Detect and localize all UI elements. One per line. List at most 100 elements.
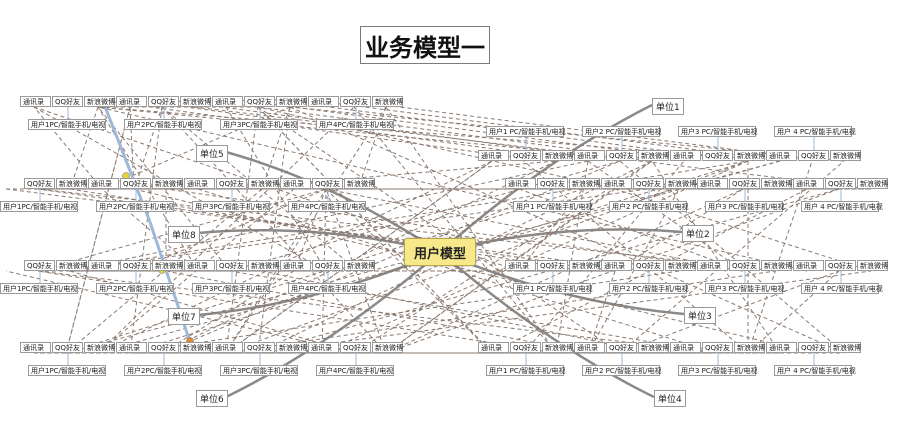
contact-chip[interactable]: 通讯录 bbox=[280, 178, 311, 189]
contact-chip[interactable]: 通讯录 bbox=[280, 260, 311, 271]
user-device-group[interactable]: 用户 4 PC/智能手机/电视 bbox=[774, 126, 856, 137]
contact-chip[interactable]: QQ好友 bbox=[825, 178, 856, 189]
contact-chip[interactable]: 通讯录 bbox=[601, 178, 632, 189]
contact-chip[interactable]: QQ好友 bbox=[702, 342, 733, 353]
contact-chip[interactable]: 新浪微博 bbox=[372, 96, 403, 107]
center-node-user-model[interactable]: 用户模型 bbox=[404, 238, 476, 266]
contact-chip[interactable]: 通讯录 bbox=[20, 342, 51, 353]
user-device-group[interactable]: 用户1PC/智能手机/电视 bbox=[0, 283, 78, 294]
contact-chip[interactable]: QQ好友 bbox=[510, 342, 541, 353]
user-device-group[interactable]: 用户3 PC/智能手机/电视 bbox=[705, 201, 785, 212]
contact-chip[interactable]: 新浪微博 bbox=[344, 260, 375, 271]
contact-chip[interactable]: 通讯录 bbox=[184, 260, 215, 271]
contact-chip[interactable]: 新浪微博 bbox=[569, 260, 600, 271]
user-device-group[interactable]: 用户1 PC/智能手机/电视 bbox=[513, 201, 593, 212]
contact-chip[interactable]: QQ好友 bbox=[120, 178, 151, 189]
user-device-group[interactable]: 用户3PC/智能手机/电视 bbox=[220, 119, 298, 130]
contact-chip[interactable]: 通讯录 bbox=[212, 342, 243, 353]
unit-node-6[interactable]: 单位6 bbox=[196, 390, 228, 407]
contact-chip[interactable]: 新浪微博 bbox=[830, 342, 861, 353]
contact-chip[interactable]: QQ好友 bbox=[537, 178, 568, 189]
contact-chip[interactable]: QQ好友 bbox=[729, 178, 760, 189]
unit-node-4[interactable]: 单位4 bbox=[654, 390, 686, 407]
unit-node-7[interactable]: 单位7 bbox=[168, 308, 200, 325]
contact-chip[interactable]: 新浪微博 bbox=[152, 260, 183, 271]
user-device-group[interactable]: 用户 4 PC/智能手机/电视 bbox=[801, 283, 883, 294]
contact-chip[interactable]: 新浪微博 bbox=[248, 178, 279, 189]
contact-chip[interactable]: QQ好友 bbox=[24, 178, 55, 189]
contact-chip[interactable]: QQ好友 bbox=[340, 342, 371, 353]
contact-chip[interactable]: QQ好友 bbox=[537, 260, 568, 271]
contact-chip[interactable]: QQ好友 bbox=[798, 342, 829, 353]
contact-chip[interactable]: QQ好友 bbox=[244, 96, 275, 107]
contact-chip[interactable]: QQ好友 bbox=[633, 178, 664, 189]
contact-chip[interactable]: QQ好友 bbox=[216, 178, 247, 189]
contact-chip[interactable]: 通讯录 bbox=[212, 96, 243, 107]
contact-chip[interactable]: 新浪微博 bbox=[84, 96, 115, 107]
contact-chip[interactable]: QQ好友 bbox=[312, 260, 343, 271]
contact-chip[interactable]: 通讯录 bbox=[793, 260, 824, 271]
contact-chip[interactable]: QQ好友 bbox=[633, 260, 664, 271]
contact-chip[interactable]: 新浪微博 bbox=[152, 178, 183, 189]
contact-chip[interactable]: 新浪微博 bbox=[248, 260, 279, 271]
contact-chip[interactable]: 新浪微博 bbox=[734, 150, 765, 161]
user-device-group[interactable]: 用户2PC/智能手机/电视 bbox=[124, 365, 202, 376]
contact-chip[interactable]: 通讯录 bbox=[697, 178, 728, 189]
contact-chip[interactable]: QQ好友 bbox=[825, 260, 856, 271]
user-device-group[interactable]: 用户3 PC/智能手机/电视 bbox=[678, 126, 758, 137]
user-device-group[interactable]: 用户2PC/智能手机/电视 bbox=[96, 201, 174, 212]
user-device-group[interactable]: 用户4PC/智能手机/电视 bbox=[316, 119, 394, 130]
user-device-group[interactable]: 用户3 PC/智能手机/电视 bbox=[705, 283, 785, 294]
user-device-group[interactable]: 用户4PC/智能手机/电视 bbox=[288, 201, 366, 212]
contact-chip[interactable]: QQ好友 bbox=[312, 178, 343, 189]
user-device-group[interactable]: 用户4PC/智能手机/电视 bbox=[316, 365, 394, 376]
contact-chip[interactable]: 通讯录 bbox=[478, 150, 509, 161]
contact-chip[interactable]: QQ好友 bbox=[148, 96, 179, 107]
user-device-group[interactable]: 用户1PC/智能手机/电视 bbox=[28, 119, 106, 130]
contact-chip[interactable]: 通讯录 bbox=[766, 342, 797, 353]
contact-chip[interactable]: 新浪微博 bbox=[180, 342, 211, 353]
contact-chip[interactable]: 新浪微博 bbox=[734, 342, 765, 353]
user-device-group[interactable]: 用户1 PC/智能手机/电视 bbox=[513, 283, 593, 294]
unit-node-2[interactable]: 单位2 bbox=[682, 225, 714, 242]
contact-chip[interactable]: QQ好友 bbox=[148, 342, 179, 353]
contact-chip[interactable]: 新浪微博 bbox=[665, 178, 696, 189]
contact-chip[interactable]: 通讯录 bbox=[505, 178, 536, 189]
user-device-group[interactable]: 用户 4 PC/智能手机/电视 bbox=[801, 201, 883, 212]
user-device-group[interactable]: 用户3 PC/智能手机/电视 bbox=[678, 365, 758, 376]
user-device-group[interactable]: 用户2 PC/智能手机/电视 bbox=[609, 201, 689, 212]
contact-chip[interactable]: 通讯录 bbox=[88, 260, 119, 271]
contact-chip[interactable]: 新浪微博 bbox=[56, 260, 87, 271]
contact-chip[interactable]: 通讯录 bbox=[601, 260, 632, 271]
contact-chip[interactable]: 通讯录 bbox=[308, 342, 339, 353]
user-device-group[interactable]: 用户1PC/智能手机/电视 bbox=[0, 201, 78, 212]
contact-chip[interactable]: 新浪微博 bbox=[569, 178, 600, 189]
contact-chip[interactable]: 通讯录 bbox=[766, 150, 797, 161]
contact-chip[interactable]: QQ好友 bbox=[606, 150, 637, 161]
contact-chip[interactable]: QQ好友 bbox=[24, 260, 55, 271]
user-device-group[interactable]: 用户1PC/智能手机/电视 bbox=[28, 365, 106, 376]
user-device-group[interactable]: 用户3PC/智能手机/电视 bbox=[192, 201, 270, 212]
contact-chip[interactable]: 新浪微博 bbox=[84, 342, 115, 353]
contact-chip[interactable]: 新浪微博 bbox=[761, 260, 792, 271]
unit-node-3[interactable]: 单位3 bbox=[684, 307, 716, 324]
contact-chip[interactable]: QQ好友 bbox=[216, 260, 247, 271]
contact-chip[interactable]: 新浪微博 bbox=[665, 260, 696, 271]
contact-chip[interactable]: 新浪微博 bbox=[542, 150, 573, 161]
contact-chip[interactable]: 新浪微博 bbox=[761, 178, 792, 189]
contact-chip[interactable]: 通讯录 bbox=[793, 178, 824, 189]
contact-chip[interactable]: 新浪微博 bbox=[276, 342, 307, 353]
contact-chip[interactable]: 通讯录 bbox=[574, 150, 605, 161]
contact-chip[interactable]: 通讯录 bbox=[184, 178, 215, 189]
contact-chip[interactable]: 通讯录 bbox=[505, 260, 536, 271]
contact-chip[interactable]: 新浪微博 bbox=[857, 260, 888, 271]
contact-chip[interactable]: 新浪微博 bbox=[830, 150, 861, 161]
contact-chip[interactable]: 通讯录 bbox=[670, 342, 701, 353]
contact-chip[interactable]: 通讯录 bbox=[88, 178, 119, 189]
contact-chip[interactable]: 新浪微博 bbox=[638, 150, 669, 161]
user-device-group[interactable]: 用户2PC/智能手机/电视 bbox=[124, 119, 202, 130]
unit-node-8[interactable]: 单位8 bbox=[168, 226, 200, 243]
user-device-group[interactable]: 用户2 PC/智能手机/电视 bbox=[582, 365, 662, 376]
contact-chip[interactable]: QQ好友 bbox=[729, 260, 760, 271]
contact-chip[interactable]: 通讯录 bbox=[308, 96, 339, 107]
